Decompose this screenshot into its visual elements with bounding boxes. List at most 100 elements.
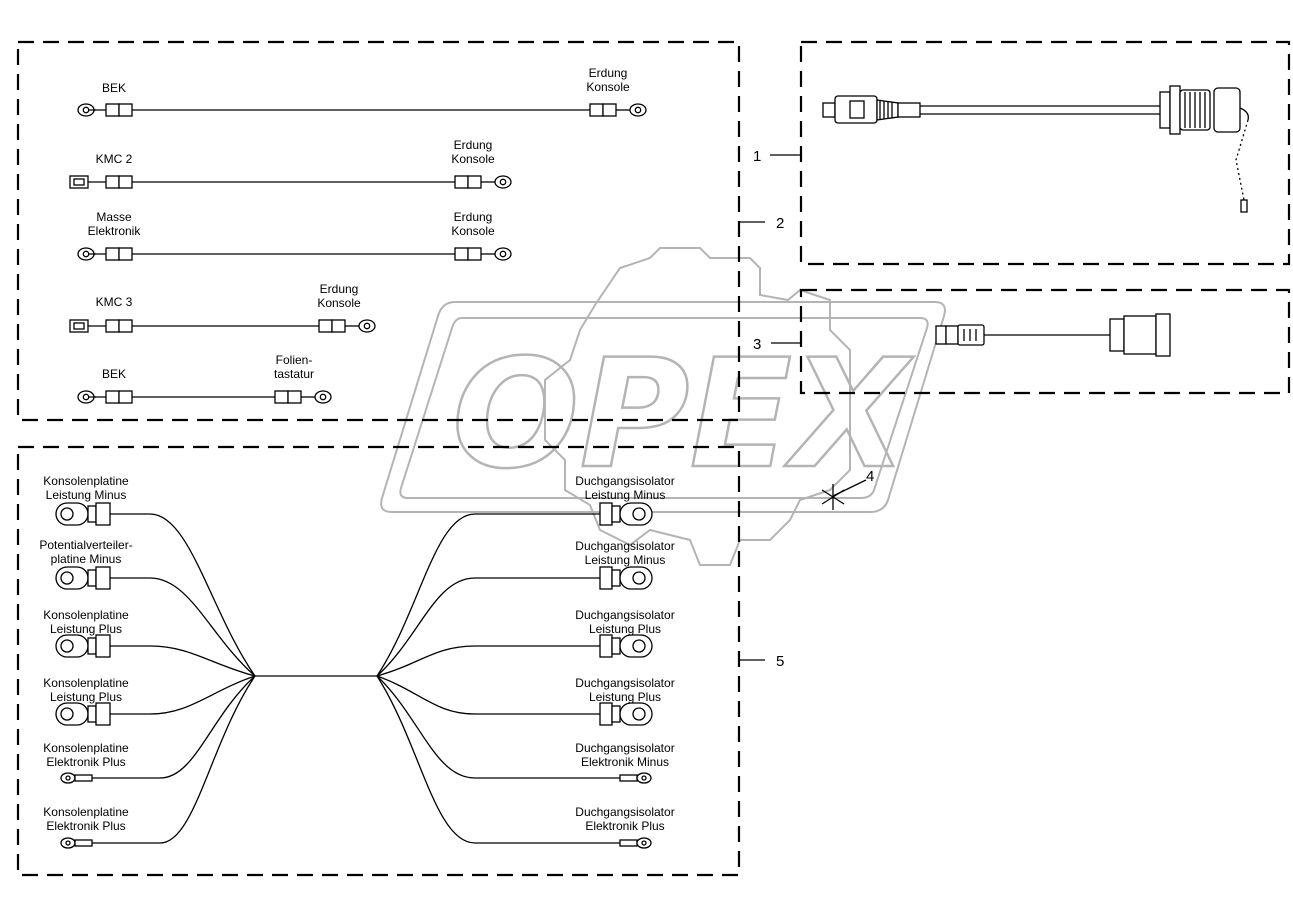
cable-2-left-crimp <box>118 175 133 189</box>
harness-right-5-line2: Elektronik Minus <box>581 755 669 769</box>
round-connector-nut <box>1109 318 1125 352</box>
cable-2-right-crimp <box>454 175 469 189</box>
harness-right-wire-3 <box>376 645 612 677</box>
harness-left-sleeve-1 <box>95 502 111 526</box>
callout-5: 5 <box>776 653 784 670</box>
cable-1-right-crimp <box>589 103 604 117</box>
harness-right-sleeve-2 <box>599 566 613 590</box>
group-5-box <box>16 445 741 877</box>
callout-1: 1 <box>753 148 761 165</box>
harness-right-wire-1 <box>376 513 612 677</box>
group-1-box <box>799 40 1291 266</box>
usb-strain-relief <box>897 102 921 118</box>
cable-2-right-sleeve <box>467 175 482 189</box>
harness-left-sleeve-2 <box>95 566 111 590</box>
harness-right-1-line2: Leistung Minus <box>585 488 666 502</box>
cable-4-right-label-line1: Erdung <box>320 282 359 296</box>
harness-right-6-line1: Duchgangsisolator <box>575 805 674 819</box>
group-2-cables <box>69 103 647 404</box>
harness-left-3-line2: Leistung Plus <box>50 622 122 636</box>
harness-right-3-line2: Leistung Plus <box>589 622 661 636</box>
harness-left-4-line2: Leistung Plus <box>50 690 122 704</box>
harness-left-2-line1: Potentialverteiler- <box>39 538 132 552</box>
group-5-harness <box>55 502 653 849</box>
cap-chain <box>1235 119 1249 201</box>
harness-left-3-line1: Konsolenplatine <box>43 608 129 622</box>
cable-5-right-label-line2: tastatur <box>274 367 314 381</box>
callout-4: 4 <box>866 468 874 485</box>
cable-1-right-label-line2: Konsole <box>586 80 630 94</box>
cable-2-left-sleeve <box>105 175 120 189</box>
watermark-text: OPEX <box>452 328 914 502</box>
cable-1-right-sleeve <box>602 103 617 117</box>
harness-left-wire-2 <box>110 577 256 677</box>
harness-left-5-line2: Elektronik Plus <box>46 755 125 769</box>
cable-5-right-label-line1: Folien- <box>276 353 313 367</box>
cable-4-left-sleeve <box>105 319 120 333</box>
cable-3-right-sleeve <box>467 247 482 261</box>
chain-end <box>1240 199 1248 213</box>
usb-symbol-icon <box>849 100 865 119</box>
panel-socket-flange <box>1159 91 1171 129</box>
cable-4-left-label: KMC 3 <box>96 295 133 309</box>
harness-left-wire-5 <box>92 675 256 779</box>
harness-right-4-line2: Leistung Plus <box>589 690 661 704</box>
cable-4-right-crimp <box>318 319 333 333</box>
harness-right-6-line2: Elektronik Plus <box>585 819 664 833</box>
usb-cable-assembly <box>822 85 1249 213</box>
harness-right-wire-6 <box>376 675 620 844</box>
cable-1-right-label-line1: Erdung <box>589 66 628 80</box>
protective-cap <box>1213 87 1241 133</box>
cable-1-left-label: BEK <box>102 81 126 95</box>
harness-right-sleeve-4 <box>599 702 613 726</box>
cable-2-right-label-line1: Erdung <box>454 138 493 152</box>
opex-watermark: OPEX <box>380 247 946 566</box>
panel-socket-nut <box>1169 85 1181 135</box>
connector-shell <box>945 325 959 345</box>
harness-left-wire-6 <box>92 675 256 844</box>
cable-5-left-crimp <box>118 390 133 404</box>
connector-housing <box>957 324 985 346</box>
callout-4-star-icon <box>821 484 845 510</box>
cable-5-left-label: BEK <box>102 367 126 381</box>
cable-5-left-sleeve <box>105 390 120 404</box>
harness-left-sleeve-4 <box>95 702 111 726</box>
harness-left-4-line1: Konsolenplatine <box>43 676 129 690</box>
harness-right-2-line2: Leistung Minus <box>585 553 666 567</box>
harness-left-6-line1: Konsolenplatine <box>43 805 129 819</box>
harness-left-wire-1 <box>110 513 256 677</box>
cable-3-right-label-line2: Konsole <box>451 224 495 238</box>
round-connector-body <box>1123 315 1157 355</box>
cable-1-left-crimp <box>118 103 133 117</box>
harness-right-sleeve-1 <box>599 502 613 526</box>
harness-left-1-line1: Konsolenplatine <box>43 474 129 488</box>
cable-5-right-crimp <box>274 390 289 404</box>
harness-right-1-line1: Duchgangsisolator <box>575 474 674 488</box>
cable-3-left-label-line2: Elektronik <box>88 224 142 238</box>
group-2-box <box>16 40 741 422</box>
usb-plug-tip <box>822 102 836 118</box>
harness-left-sleeve-3 <box>95 634 111 658</box>
harness-left-2-line2: platine Minus <box>51 552 122 566</box>
cable-3-left-crimp <box>118 247 133 261</box>
callout-2: 2 <box>776 215 784 232</box>
callout-3: 3 <box>753 336 761 353</box>
harness-right-sleeve-3 <box>599 634 613 658</box>
harness-right-4-line1: Duchgangsisolator <box>575 676 674 690</box>
harness-left-wire-3 <box>110 645 256 677</box>
cable-5-right-sleeve <box>287 390 302 404</box>
harness-right-wire-4 <box>376 675 612 715</box>
round-connector-cap <box>1155 313 1171 357</box>
cable-2-right-label-line2: Konsole <box>451 152 495 166</box>
cable-2-left-label: KMC 2 <box>96 152 133 166</box>
harness-right-5-line1: Duchgangsisolator <box>575 741 674 755</box>
cable-4-left-crimp <box>118 319 133 333</box>
cable-3-left-label-line1: Masse <box>96 210 132 224</box>
harness-right-wire-2 <box>376 577 612 677</box>
cable-3-right-label-line1: Erdung <box>454 210 493 224</box>
harness-left-5-line1: Konsolenplatine <box>43 741 129 755</box>
cable-4-right-sleeve <box>331 319 346 333</box>
cable-4-right-label-line2: Konsole <box>317 296 361 310</box>
